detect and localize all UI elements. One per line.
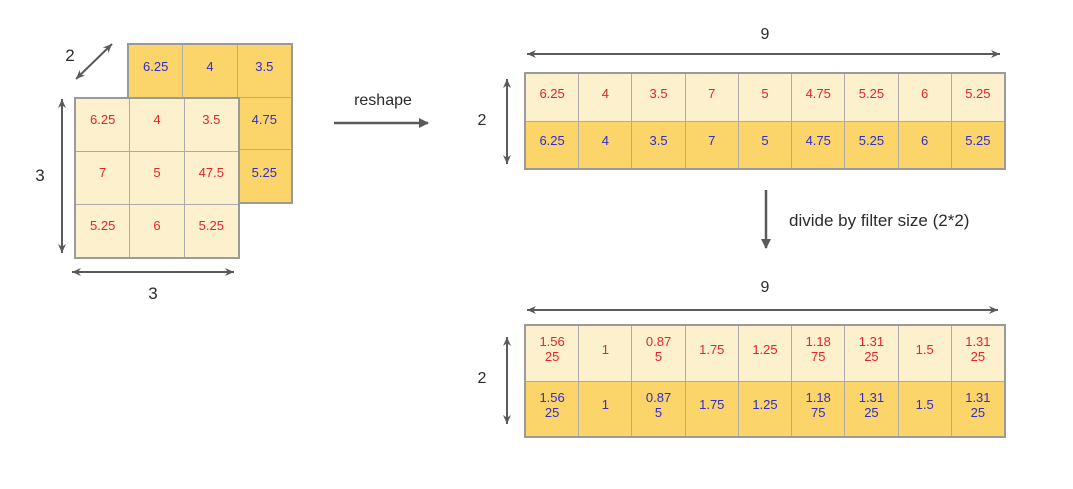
grid-cell: 1.31 25 (845, 326, 898, 381)
top-height-label: 2 (477, 112, 487, 129)
left-depth-label: 2 (65, 46, 75, 65)
grid-cell: 5.25 (184, 205, 238, 257)
grid-cell: 4 (130, 99, 184, 151)
grid-cell: 5 (738, 121, 792, 168)
grid-cell: 7 (76, 152, 130, 204)
top-width-label: 9 (760, 26, 770, 43)
grid-cell: 7 (685, 121, 738, 168)
grid-cell: 5.25 (845, 74, 898, 121)
left-width-label: 3 (148, 284, 158, 303)
grid-cell: 1.25 (738, 381, 792, 436)
grid-cell: 1 (579, 326, 632, 381)
grid-cell: 1.31 25 (951, 326, 1004, 381)
divide-label: divide by filter size (2*2) (789, 211, 970, 230)
grid-cell: 1.25 (738, 326, 792, 381)
grid-cell: 5.25 (237, 150, 291, 202)
grid-cell: 6.25 (76, 99, 130, 151)
grid-cell: 6.25 (526, 121, 579, 168)
grid-cell: 6.25 (526, 74, 579, 121)
grid-cell: 1.31 25 (951, 381, 1004, 436)
grid-cell: 6 (130, 205, 184, 257)
grid-cell: 5.25 (951, 121, 1004, 168)
grid-cell: 5.25 (76, 205, 130, 257)
reshape-label: reshape (354, 92, 412, 109)
bottom-height-label: 2 (477, 370, 487, 387)
grid-cell: 1.5 (898, 326, 951, 381)
grid-cell: 1.56 25 (526, 381, 579, 436)
grid-cell: 3.5 (237, 45, 291, 97)
grid-cell: 1.18 75 (792, 381, 845, 436)
grid-cell: 47.5 (184, 152, 238, 204)
grid-cell: 1.31 25 (845, 381, 898, 436)
grid-cell: 3.5 (184, 99, 238, 151)
bottom-width-label: 9 (760, 279, 770, 296)
grid-cell: 6.25 (129, 45, 183, 97)
grid-cell: 5 (130, 152, 184, 204)
left-height-label: 3 (35, 166, 45, 185)
grid-cell: 5.25 (845, 121, 898, 168)
grid-cell: 1.56 25 (526, 326, 579, 381)
grid-cell: 3.5 (632, 121, 685, 168)
grid-cell: 1.18 75 (792, 326, 845, 381)
grid-cell: 3.5 (632, 74, 685, 121)
grid-cell: 4.75 (792, 121, 845, 168)
grid-cell: 1.75 (685, 381, 738, 436)
grid-cell: 4 (579, 74, 632, 121)
grid-cell: 7 (685, 74, 738, 121)
grid-cell: 4 (183, 45, 237, 97)
grid-cell: 4.75 (237, 97, 291, 150)
grid-cell: 1 (579, 381, 632, 436)
grid-cell: 1.5 (898, 381, 951, 436)
grid-cell: 6 (898, 74, 951, 121)
grid-cell: 4.75 (792, 74, 845, 121)
grid-cell: 5 (738, 74, 792, 121)
grid-cell: 0.87 5 (632, 326, 685, 381)
grid-cell: 4 (579, 121, 632, 168)
grid-cell: 1.75 (685, 326, 738, 381)
grid-cell: 5.25 (951, 74, 1004, 121)
grid-cell: 0.87 5 (632, 381, 685, 436)
grid-cell: 6 (898, 121, 951, 168)
